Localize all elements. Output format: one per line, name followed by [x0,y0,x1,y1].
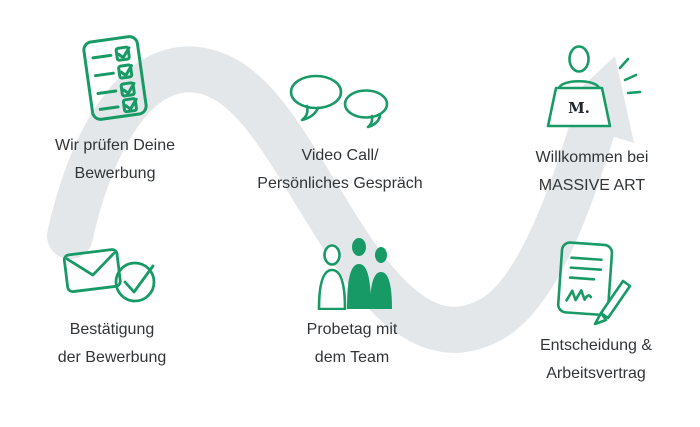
team-icon [302,236,402,310]
welcome-desk-icon: M. [542,44,642,134]
step-label: Probetag mit dem Team [307,316,398,372]
checklist-icon [82,35,148,121]
envelope-check-icon [63,242,161,308]
step-label-line: dem Team [314,349,390,366]
laptop-logo: M. [568,99,590,117]
speech-bubbles-icon [288,72,392,132]
step-video-call: Video Call/ Persönliches Gespräch [233,72,447,198]
step-label-line: Arbeitsvertrag [546,365,646,382]
step-label: Willkommen bei MASSIVE ART [536,144,649,200]
step-label-line: Video Call/ [301,147,379,164]
step-label-line: der Bewerbung [57,349,167,366]
step-label: Entscheidung & Arbeitsvertrag [540,332,652,388]
step-label-line: Persönliches Gespräch [257,175,423,192]
step-trial-day: Probetag mit dem Team [252,236,452,372]
step-application-review: Wir prüfen Deine Bewerbung [15,35,215,188]
step-label: Wir prüfen Deine Bewerbung [55,132,175,188]
step-label-line: Bestätigung [69,321,155,338]
step-label-line: Willkommen bei [535,149,649,166]
step-label: Bestätigung der Bewerbung [58,316,167,372]
step-label-line: Probetag mit [306,321,398,338]
step-confirmation: Bestätigung der Bewerbung [12,242,212,372]
step-welcome: M. Willkommen bei MASSIVE ART [487,44,697,200]
step-contract: Entscheidung & Arbeitsvertrag [496,240,696,388]
step-label-line: Wir prüfen Deine [54,137,176,154]
step-label: Video Call/ Persönliches Gespräch [257,142,422,198]
step-label-line: Entscheidung & [539,337,653,354]
step-label-line: MASSIVE ART [538,177,646,194]
step-label-line: Bewerbung [74,165,156,182]
contract-pen-icon [552,240,640,326]
